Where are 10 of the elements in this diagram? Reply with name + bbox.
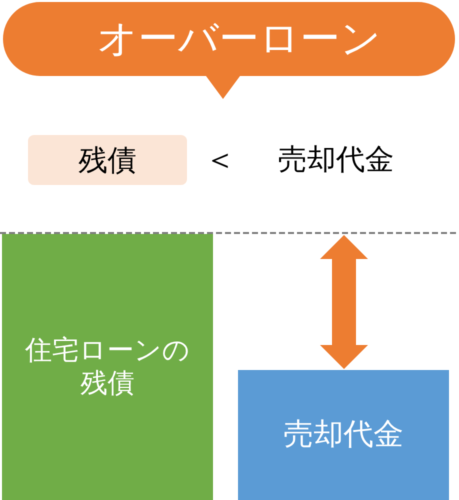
bubble-title: オーバーローン [97, 15, 381, 63]
loan-balance-bar [2, 234, 213, 500]
bar-label: 住宅ローンの残債 [24, 334, 191, 400]
term-text: 残債 [78, 142, 136, 178]
comparison-term: 売却代金 [278, 145, 394, 174]
less-than-sign: ＜ [204, 143, 236, 175]
term-highlight-box [28, 135, 187, 185]
bar-label: 売却代金 [284, 417, 404, 453]
speech-bubble [3, 2, 455, 99]
sale-price-bar [238, 370, 449, 500]
